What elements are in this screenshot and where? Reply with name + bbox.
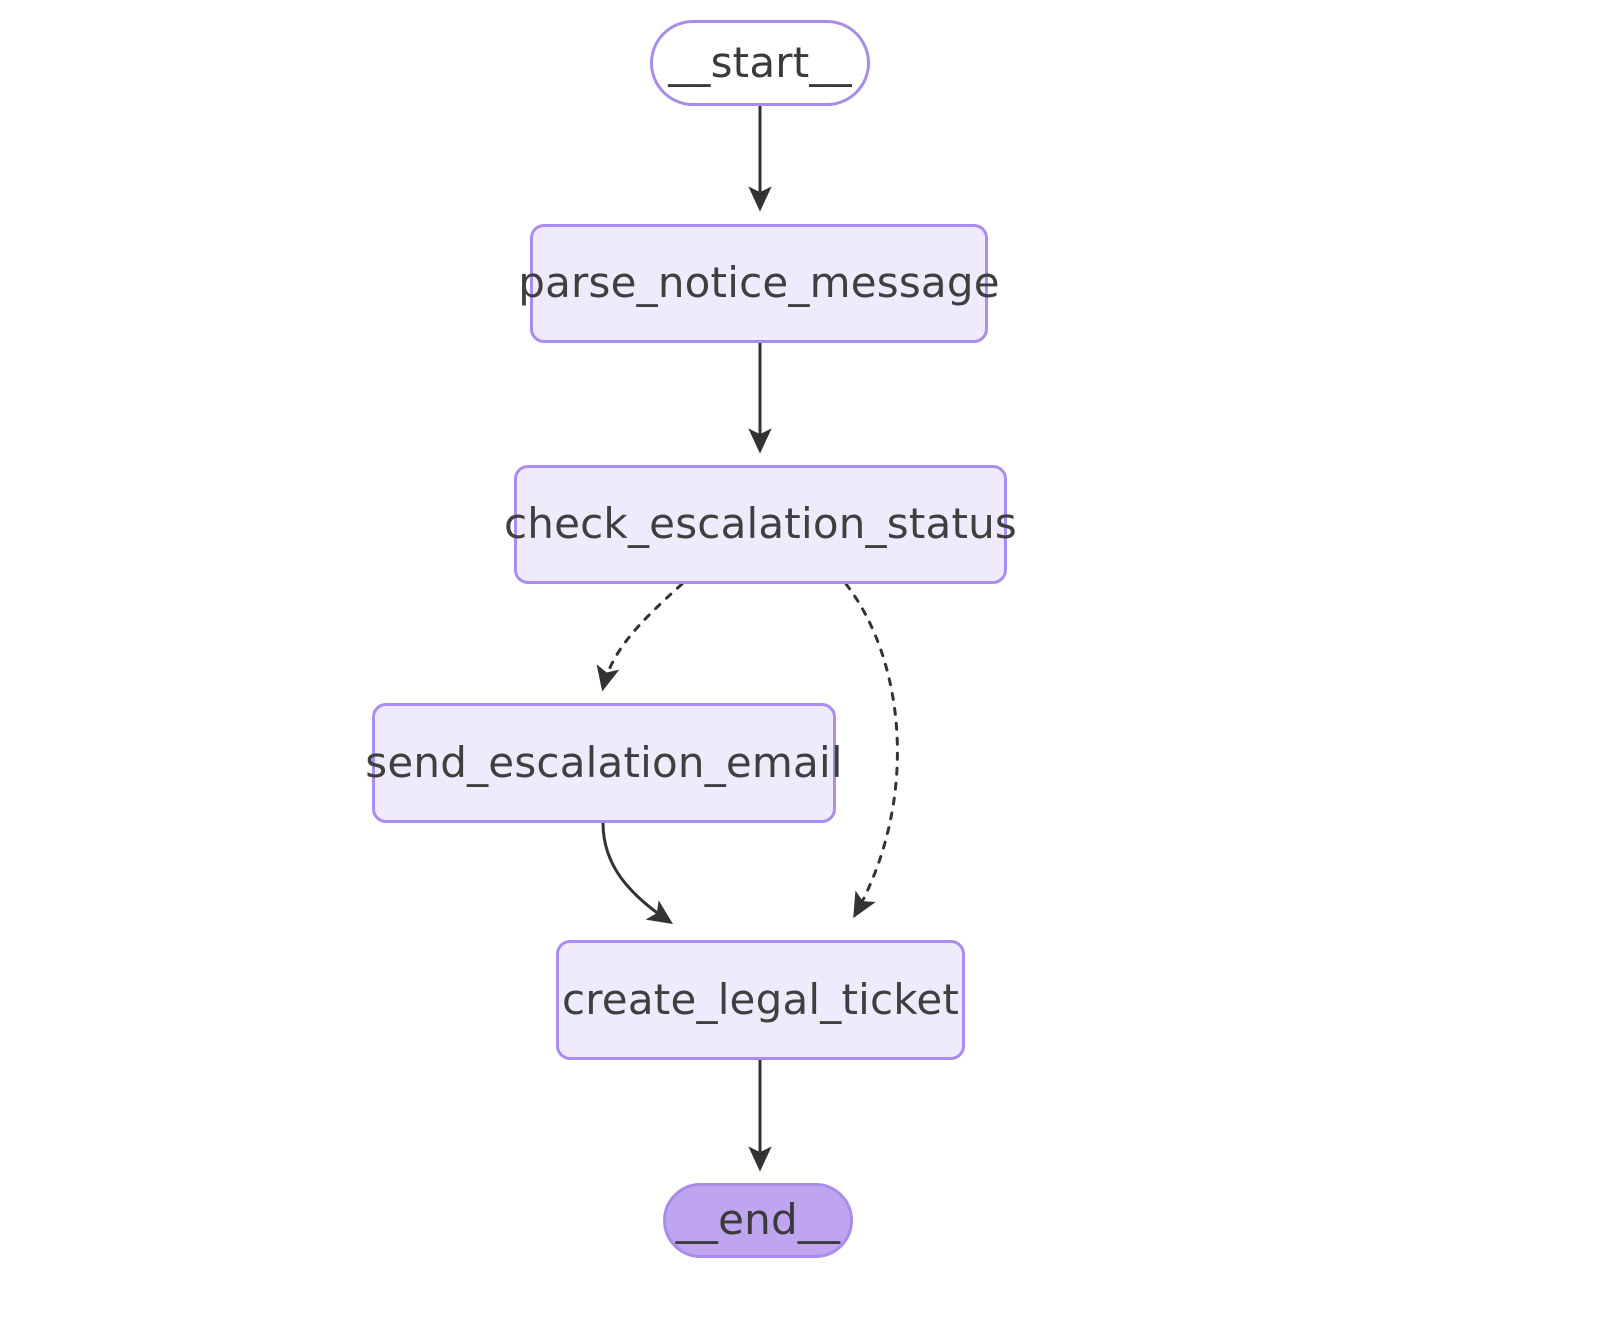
edge-send-to-create: [601, 822, 673, 925]
node-send-escalation-email-label: send_escalation_email: [365, 737, 843, 787]
node-start[interactable]: __start__: [650, 20, 870, 106]
node-create-legal-ticket-label: create_legal_ticket: [561, 974, 960, 1024]
node-start-label: __start__: [668, 37, 852, 87]
edge-check-to-send: [596, 582, 684, 692]
edge-check-to-create: [844, 582, 899, 919]
node-send-escalation-email[interactable]: send_escalation_email: [365, 703, 843, 823]
node-check-escalation-status[interactable]: check_escalation_status: [504, 465, 1017, 584]
node-parse-notice-message-label: parse_notice_message: [518, 258, 1000, 308]
node-end-label: __end__: [675, 1195, 841, 1245]
node-parse-notice-message[interactable]: parse_notice_message: [518, 224, 1000, 343]
node-create-legal-ticket[interactable]: create_legal_ticket: [556, 940, 965, 1060]
node-check-escalation-status-label: check_escalation_status: [503, 499, 1018, 549]
node-end[interactable]: __end__: [663, 1183, 853, 1258]
